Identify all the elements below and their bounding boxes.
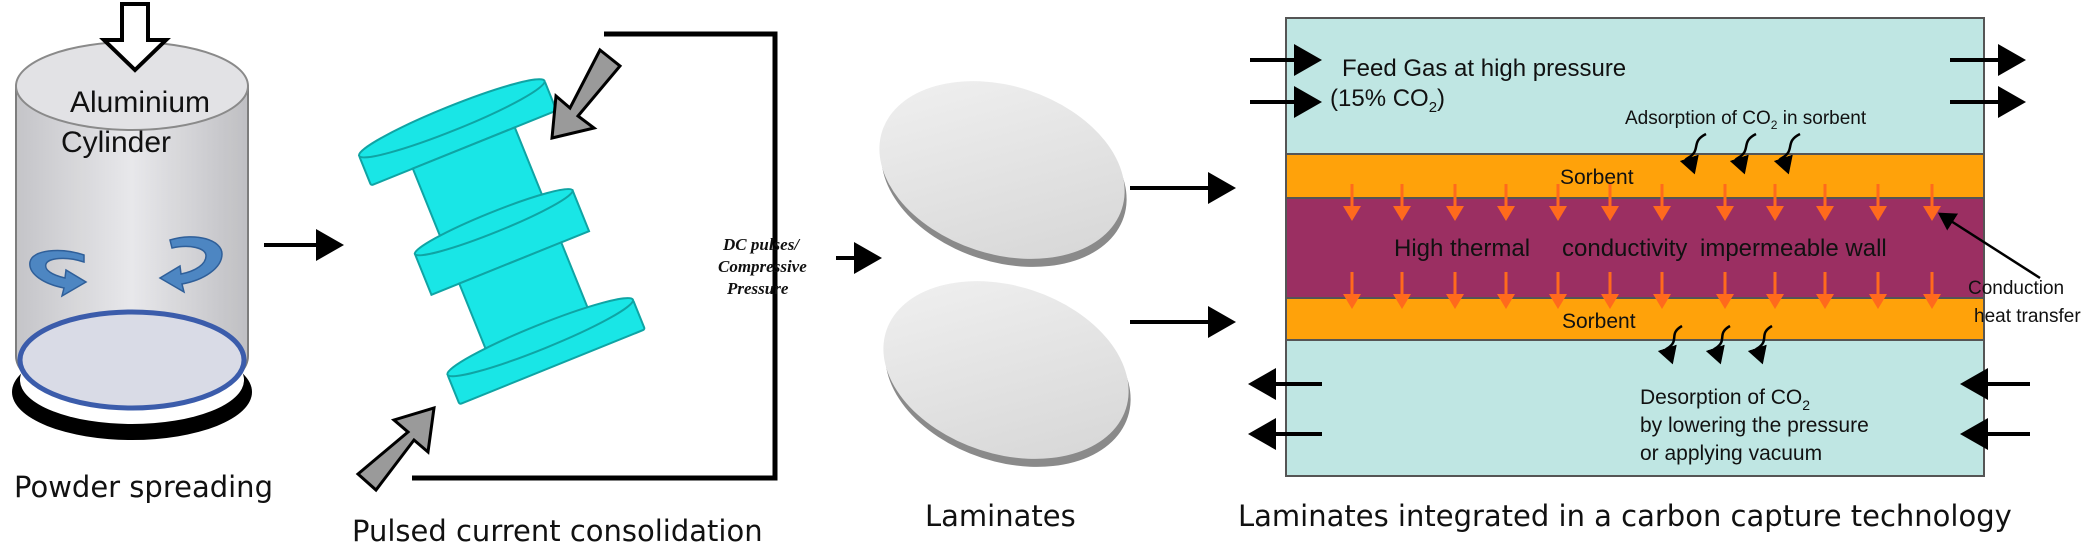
- powder-spreading-section: Aluminium Cylinder Powder spreading: [12, 2, 273, 504]
- cylinder-label-line2: Cylinder: [61, 126, 171, 159]
- dc-label-line2: Compressive: [718, 257, 807, 276]
- vacuum-channel: [1285, 339, 1985, 477]
- circuit-wire: [412, 31, 778, 481]
- conduction-label-line2: heat transfer: [1974, 306, 2081, 327]
- desorption-label-line3: or applying vacuum: [1640, 442, 1822, 465]
- desorption-label-line2: by lowering the pressure: [1640, 414, 1869, 437]
- adsorption-arrows: [1679, 132, 1801, 175]
- cylinder-label-line1: Aluminium: [70, 86, 210, 119]
- top-pressure-arrow-icon: [550, 47, 623, 140]
- sorbent-top-label: Sorbent: [1560, 166, 1634, 189]
- desorption-label-line1: Desorption of CO2: [1640, 386, 1810, 413]
- dc-label-line3: Pressure: [726, 279, 789, 298]
- carbon-capture-section: Feed Gas at high pressure (15% CO2) Adso…: [1238, 17, 2081, 533]
- rotation-arrow-right-icon: [158, 236, 223, 294]
- adsorption-label: Adsorption of CO2 in sorbent: [1625, 108, 1867, 132]
- consolidation-caption: Pulsed current consolidation: [352, 514, 763, 546]
- powder-spreading-caption: Powder spreading: [14, 470, 273, 504]
- sorbent-bottom-label: Sorbent: [1562, 310, 1636, 333]
- conduction-pointer-line: [1937, 212, 2041, 280]
- laminate-disc-top: [879, 81, 1125, 259]
- laminate-disc-bottom: [883, 281, 1129, 459]
- consolidation-section: DC pulses/ Compressive Pressure Pulsed c…: [352, 31, 807, 546]
- heat-arrows-lower: [1343, 272, 1941, 309]
- laminates-section: Laminates: [879, 81, 1131, 533]
- heat-arrows-upper: [1343, 184, 1941, 221]
- wall-label-part2: conductivity: [1562, 235, 1687, 262]
- desorption-arrows: [1657, 324, 1773, 365]
- wall-label-part3: impermeable wall: [1700, 235, 1887, 262]
- bottom-pressure-arrow-icon: [355, 405, 436, 493]
- wall-label-part1: High thermal: [1394, 235, 1530, 262]
- down-arrow-icon: [99, 2, 171, 73]
- conduction-label-line1: Conduction: [1968, 278, 2064, 299]
- powder-disc: [17, 309, 247, 411]
- feed-gas-line1: Feed Gas at high pressure: [1342, 55, 1626, 82]
- feed-gas-line2: (15% CO2): [1330, 85, 1445, 116]
- carbon-capture-caption: Laminates integrated in a carbon capture…: [1238, 499, 2012, 533]
- rotation-arrow-left-icon: [29, 249, 88, 298]
- feed-channel: [1285, 17, 1985, 155]
- laminates-caption: Laminates: [925, 499, 1076, 533]
- dc-label-line1: DC pulses/: [722, 235, 801, 254]
- punch-assembly: [357, 78, 646, 405]
